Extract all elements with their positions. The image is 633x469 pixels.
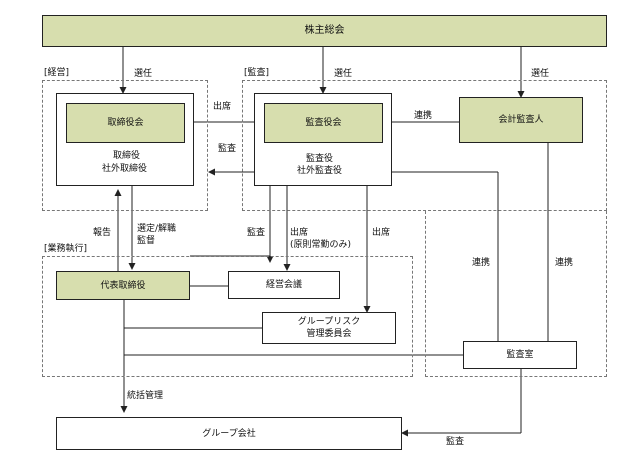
management-section-label: [経営]	[44, 68, 70, 78]
audit-member-1: 監査役	[306, 154, 334, 164]
representative-director: 代表取締役	[56, 271, 190, 300]
board-member-1: 取締役	[113, 151, 141, 161]
shareholders-meeting: 株主総会	[42, 15, 607, 47]
oversee-label: 統括管理	[127, 391, 164, 401]
group-companies: グループ会社	[56, 417, 402, 450]
audit-office: 監査室	[463, 341, 577, 369]
risk-committee-label-2: 管理委員会	[306, 329, 352, 339]
audit-label-board: 監査	[218, 144, 237, 154]
board-label: 取締役会	[107, 118, 144, 128]
cooperate-label-office2: 連携	[555, 258, 574, 268]
select-label-2: 監督	[137, 236, 156, 246]
management-section	[42, 80, 208, 211]
risk-committee: グループリスク 管理委員会	[262, 312, 396, 344]
attend-principle-label-1: 出席	[290, 228, 309, 238]
audit-label-group: 監査	[446, 437, 465, 447]
group-companies-label: グループ会社	[202, 428, 256, 439]
execution-section-label: [業務執行]	[44, 244, 88, 254]
appoint-label-board: 選任	[134, 69, 153, 79]
shareholders-meeting-label: 株主総会	[304, 25, 345, 36]
risk-committee-label-1: グループリスク	[297, 317, 361, 327]
attend-label: 出席	[213, 102, 232, 112]
audit-section	[242, 80, 607, 211]
accounting-auditor-label: 会計監査人	[498, 115, 544, 125]
audit-member-2: 社外監査役	[297, 166, 343, 176]
management-meeting: 経営会議	[228, 271, 340, 299]
management-meeting-label: 経営会議	[265, 280, 302, 290]
report-label: 報告	[93, 228, 112, 238]
audit-label-ceo: 監査	[247, 228, 266, 238]
cooperate-label-office1: 連携	[472, 258, 491, 268]
attend-risk-label: 出席	[372, 228, 391, 238]
audit-section-lower	[425, 211, 607, 377]
accounting-auditor: 会計監査人	[459, 97, 583, 143]
audit-office-label: 監査室	[506, 350, 534, 360]
appoint-label-auditor: 選任	[531, 69, 550, 79]
execution-section	[42, 256, 413, 377]
select-label-1: 選定/解職	[137, 224, 177, 234]
attend-principle-label-2: (原則常勤のみ)	[290, 240, 352, 250]
audit-board: 監査役会	[264, 103, 383, 143]
board-of-directors: 取締役会	[66, 103, 185, 143]
representative-director-label: 代表取締役	[100, 280, 146, 291]
appoint-label-audit: 選任	[334, 69, 353, 79]
audit-board-label: 監査役会	[305, 118, 342, 128]
board-member-2: 社外取締役	[102, 164, 148, 174]
cooperate-label-auditor: 連携	[414, 111, 433, 121]
audit-section-label: [監査]	[244, 68, 270, 78]
